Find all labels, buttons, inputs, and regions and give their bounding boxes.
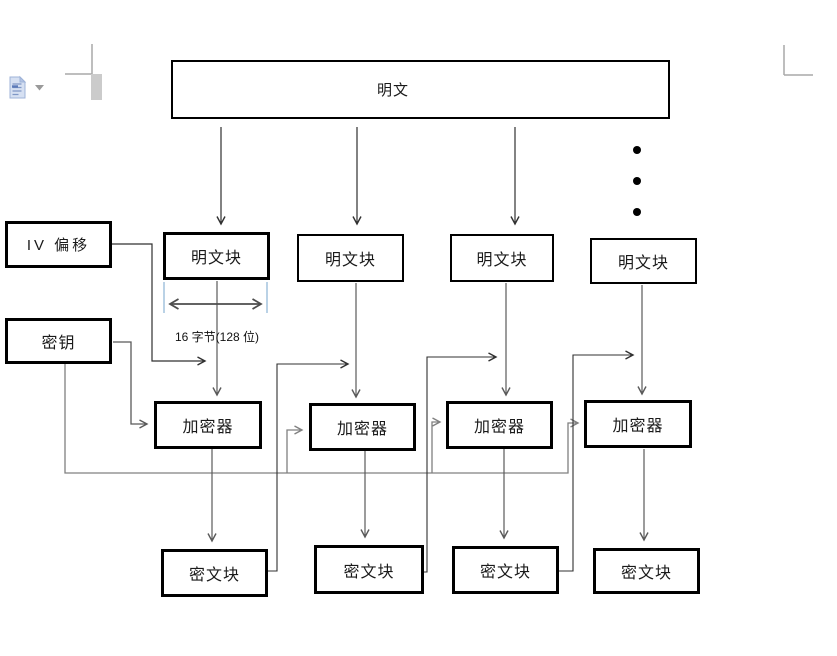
ciphertext-block-4[interactable]: 密文块	[593, 548, 700, 594]
plaintext-block-3[interactable]: 明文块	[450, 234, 554, 282]
encryptor-1[interactable]: 加密器	[154, 401, 262, 449]
dropdown-arrow-icon[interactable]	[35, 85, 44, 91]
block-to-encryptor-arrows	[212, 281, 647, 399]
iv-shape-label: IV 偏移	[26, 237, 91, 254]
ellipsis-dot	[633, 146, 641, 154]
plaintext-block-4[interactable]: 明文块	[590, 238, 697, 284]
plaintext-split-arrows	[216, 127, 520, 226]
encryptor-2-label: 加密器	[336, 421, 388, 438]
key-to-encryptor1-connector	[113, 341, 149, 429]
ciphertext-block-1-label: 密文块	[188, 567, 240, 584]
plaintext-shape-label: 明文	[376, 82, 409, 99]
iv-connector	[111, 243, 207, 366]
ellipsis-dot	[633, 177, 641, 185]
plaintext-block-4-label: 明文块	[617, 255, 669, 272]
ciphertext-block-4-label: 密文块	[620, 565, 672, 582]
encryptor-4-label: 加密器	[612, 418, 664, 435]
block-size-measure	[163, 282, 268, 313]
paste-options-button[interactable]	[6, 74, 48, 106]
ciphertext-block-3-label: 密文块	[479, 564, 531, 581]
ciphertext-block-3[interactable]: 密文块	[452, 546, 559, 594]
plaintext-block-1[interactable]: 明文块	[163, 232, 270, 280]
encryptor-4[interactable]: 加密器	[584, 400, 692, 448]
cbc-chaining-lines	[268, 350, 635, 573]
plaintext-shape[interactable]: 明文	[171, 60, 670, 119]
encryptor-3-label: 加密器	[473, 419, 525, 436]
plaintext-block-1-label: 明文块	[190, 250, 242, 267]
plaintext-block-2-label: 明文块	[324, 252, 376, 269]
selection-handle	[91, 74, 102, 100]
plaintext-block-2[interactable]: 明文块	[297, 234, 404, 282]
plaintext-block-3-label: 明文块	[476, 252, 528, 269]
iv-shape[interactable]: IV 偏移	[5, 221, 112, 268]
ellipsis-dot	[633, 208, 641, 216]
key-distribution-lines	[64, 364, 580, 474]
ciphertext-block-2[interactable]: 密文块	[314, 545, 424, 594]
encryptor-2[interactable]: 加密器	[309, 403, 416, 451]
encryptor-1-label: 加密器	[182, 419, 234, 436]
encryptor-to-cipher-arrows	[207, 449, 649, 543]
page-crop-marks	[65, 44, 813, 76]
block-size-label: 16 字节(128 位)	[174, 330, 260, 344]
key-shape-label: 密钥	[41, 335, 76, 352]
clipboard-paste-icon	[9, 75, 44, 99]
ciphertext-block-2-label: 密文块	[343, 563, 395, 581]
ciphertext-block-1[interactable]: 密文块	[161, 549, 268, 597]
encryptor-3[interactable]: 加密器	[446, 401, 553, 449]
key-shape[interactable]: 密钥	[5, 318, 112, 364]
